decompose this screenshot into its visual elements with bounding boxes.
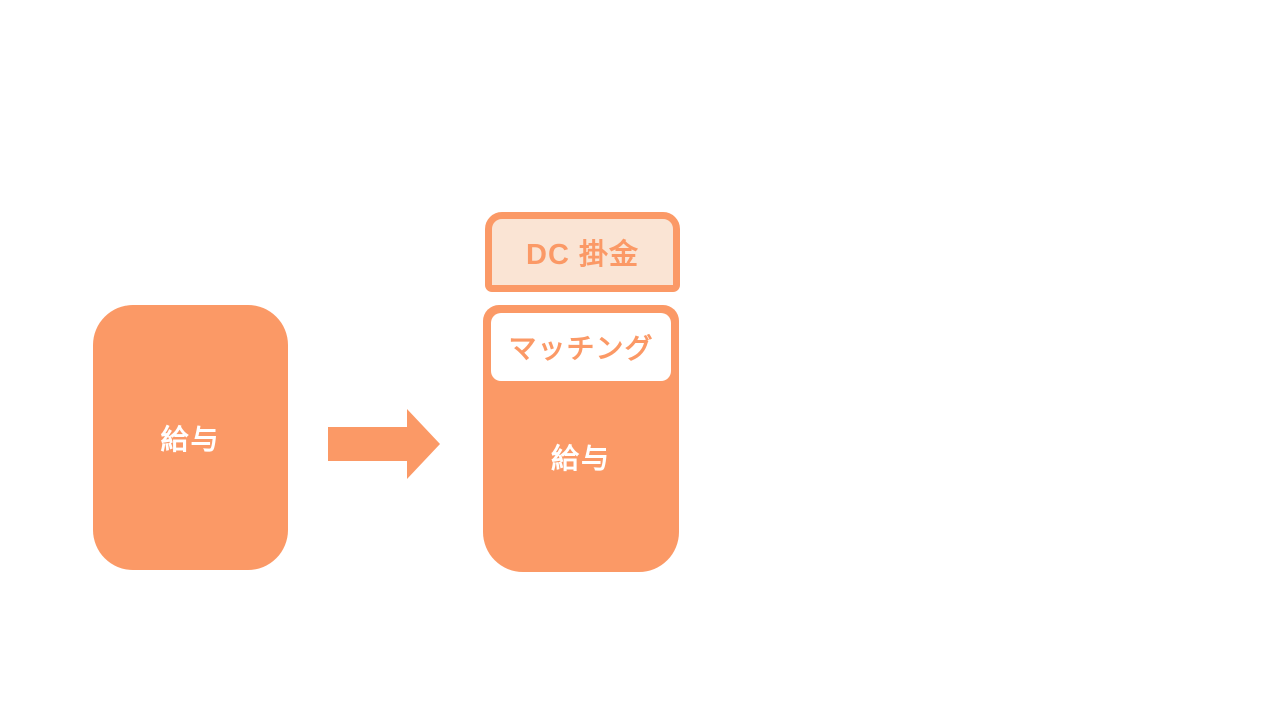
dc-contribution-box: DC 掛金 — [485, 212, 680, 292]
salary-after-stack: マッチング 給与 — [483, 305, 679, 572]
salary-before-box: 給与 — [93, 305, 288, 570]
right-arrow-icon — [328, 409, 440, 479]
salary-after-section: 給与 — [483, 381, 679, 572]
salary-before-label: 給与 — [160, 423, 221, 455]
matching-box: マッチング — [491, 313, 671, 381]
matching-label: マッチング — [508, 333, 654, 364]
salary-after-label: 給与 — [550, 442, 611, 474]
dc-contribution-label: DC 掛金 — [526, 239, 639, 271]
